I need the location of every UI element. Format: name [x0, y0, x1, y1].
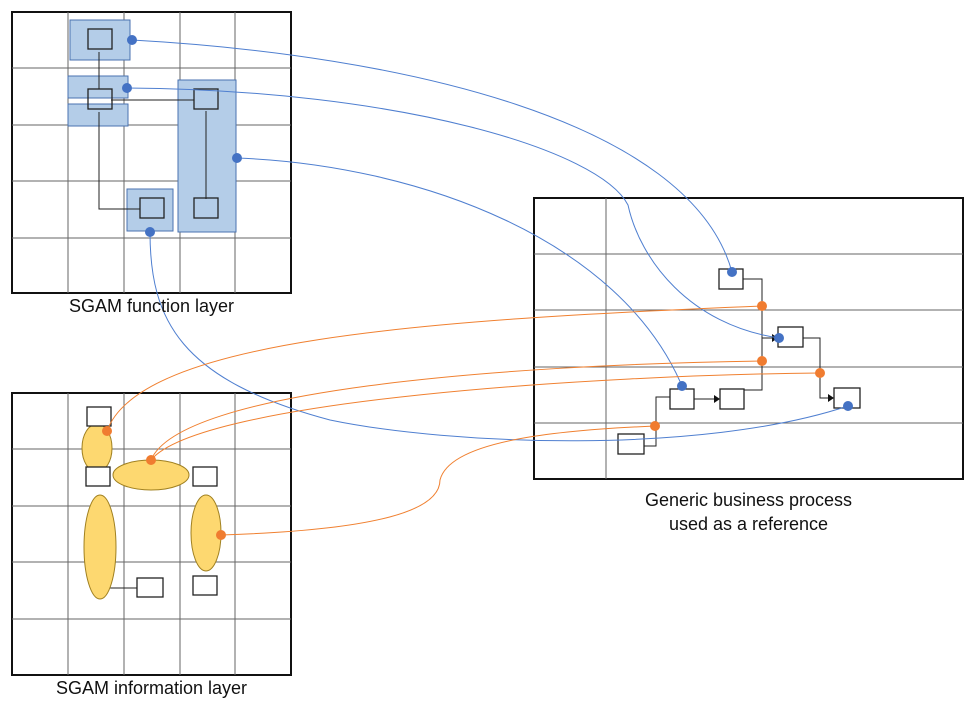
mapping-line — [149, 231, 849, 442]
mapping-line — [150, 372, 821, 461]
connection-dot — [757, 356, 767, 366]
function-nodes — [87, 28, 219, 219]
process-swimlanes — [534, 198, 963, 479]
function-connectors — [98, 52, 207, 210]
function-node — [193, 197, 219, 219]
function-layer-frame — [11, 11, 292, 294]
connection-dot — [843, 401, 853, 411]
information-layer-caption: SGAM information layer — [55, 678, 248, 698]
process-activities — [617, 268, 861, 455]
function-block — [126, 188, 174, 232]
function-block — [67, 103, 129, 127]
information-node — [192, 575, 218, 596]
information-object — [83, 494, 117, 600]
information-objects — [81, 423, 222, 600]
process-activity — [719, 388, 745, 410]
connection-dot — [216, 530, 226, 540]
connection-dot — [102, 426, 112, 436]
function-node — [87, 28, 113, 50]
mapping-line — [131, 39, 733, 273]
function-block — [177, 79, 237, 233]
information-nodes — [85, 406, 218, 598]
process-frame — [533, 197, 964, 480]
process-caption-line2: used as a reference — [668, 514, 829, 534]
business-process-diagram — [533, 197, 964, 480]
connection-dot — [122, 83, 132, 93]
information-mapping-lines — [106, 305, 821, 536]
information-node — [85, 466, 111, 487]
connection-dot — [774, 333, 784, 343]
mapping-line — [106, 305, 763, 432]
sgam-function-layer — [11, 11, 292, 294]
connection-dot — [650, 421, 660, 431]
mapping-line — [220, 425, 656, 536]
function-node — [87, 88, 113, 110]
information-node — [86, 406, 112, 427]
connection-dot — [727, 267, 737, 277]
connection-dot — [232, 153, 242, 163]
function-node — [193, 88, 219, 110]
function-block — [67, 75, 129, 99]
function-dots — [122, 35, 853, 411]
information-layer-grid — [12, 393, 291, 675]
connection-dot — [145, 227, 155, 237]
function-mapping-lines — [126, 39, 849, 442]
mapping-line — [150, 360, 763, 461]
connection-dot — [757, 301, 767, 311]
information-node — [192, 466, 218, 487]
process-caption-line1: Generic business process — [644, 490, 853, 510]
function-blocks — [67, 19, 237, 233]
mapping-line — [126, 87, 780, 339]
information-dots — [102, 301, 825, 540]
function-layer-caption: SGAM function layer — [68, 296, 235, 316]
connection-dot — [677, 381, 687, 391]
connection-dot — [146, 455, 156, 465]
process-activity — [617, 433, 645, 455]
connection-dot — [127, 35, 137, 45]
function-node — [139, 197, 165, 219]
function-block — [69, 19, 131, 61]
information-node — [136, 577, 164, 598]
mapping-line — [236, 157, 683, 387]
connection-dot — [815, 368, 825, 378]
process-activity — [669, 388, 695, 410]
